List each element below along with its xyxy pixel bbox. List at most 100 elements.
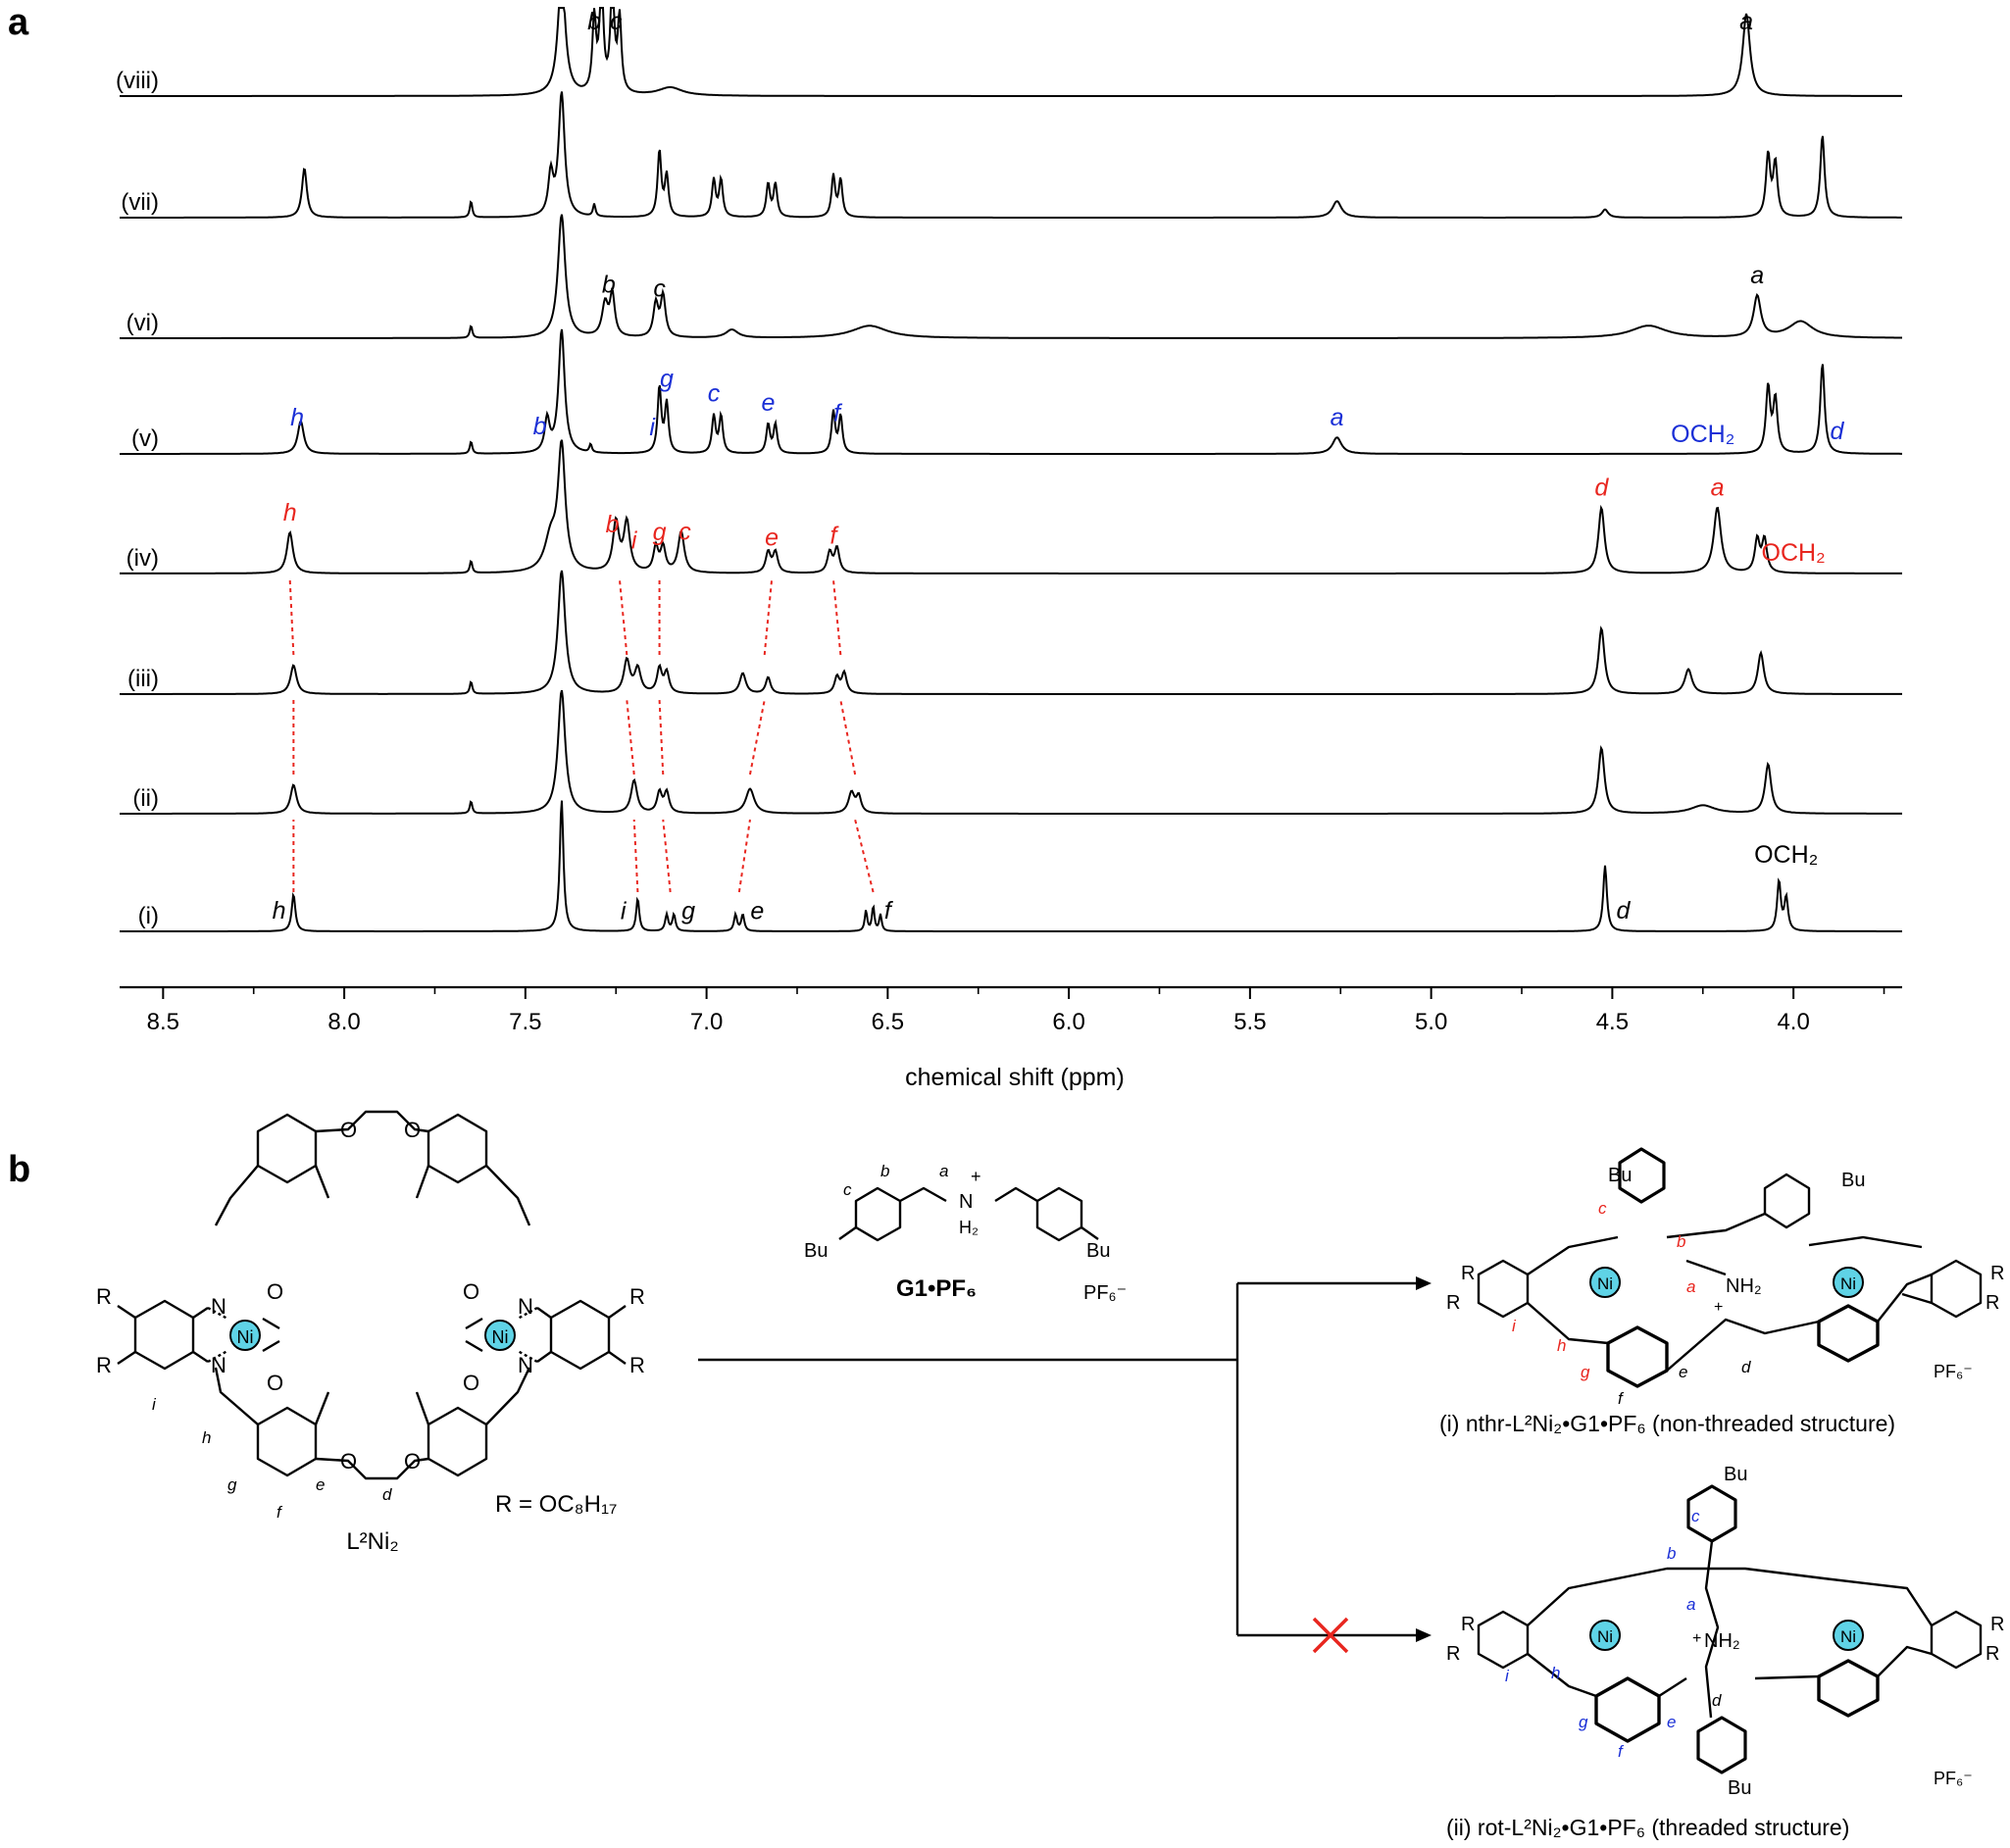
n-atom: N [211, 1294, 226, 1319]
peak-annotation: h [283, 499, 297, 526]
blocked-pathway-cross-icon [1312, 1617, 1349, 1654]
peak-annotation: e [765, 524, 779, 551]
proton-label-h: h [1551, 1664, 1560, 1682]
proton-label-b: b [1677, 1232, 1685, 1251]
peak-annotation: i [649, 414, 656, 441]
bu-label: Bu [1608, 1165, 1632, 1186]
tick-label: 6.5 [872, 1009, 904, 1035]
guest-bu-right: Bu [1086, 1240, 1110, 1262]
proton-label-d: d [1741, 1358, 1751, 1376]
guest-label-b: b [880, 1162, 889, 1180]
tick-label: 4.5 [1596, 1009, 1629, 1035]
guest-plus: + [971, 1167, 981, 1186]
proton-label-e: e [1679, 1363, 1687, 1381]
bu-label: Bu [1728, 1777, 1751, 1799]
r-group: R [1461, 1614, 1475, 1635]
spectrum-label: (vi) [126, 310, 159, 336]
o-atom: O [267, 1279, 283, 1304]
tick-label: 5.5 [1233, 1009, 1266, 1035]
peak-annotation: d [1617, 897, 1632, 924]
peak-annotation: g [681, 897, 695, 924]
peak-shift-connector [632, 819, 639, 893]
ni-atom-right: Ni [492, 1327, 509, 1347]
ni-atom: Ni [1597, 1627, 1613, 1646]
peak-annotation: i [631, 526, 638, 554]
peak-annotation: h [290, 404, 304, 431]
product-i-structure [1477, 1147, 1983, 1388]
o-atom: O [340, 1118, 357, 1142]
plus-label: + [1714, 1299, 1723, 1316]
r-group: R [629, 1284, 645, 1309]
spectrum-trace [120, 689, 1902, 815]
proton-label-a: a [1686, 1595, 1695, 1614]
r-group: R [96, 1284, 112, 1309]
scheme-b-labels: Ni Ni N N N N O O O O O O O O R R R R i … [96, 1118, 2004, 1840]
o-atom: O [340, 1449, 357, 1473]
peak-annotation: f [829, 523, 839, 550]
r-group: R [1446, 1643, 1460, 1665]
product-i-counterion: PF₆⁻ [1934, 1362, 1973, 1381]
product-proton-labels: c b a i h g f e d c b a i h g f e d [1505, 1199, 1751, 1761]
proton-label-b: b [1667, 1544, 1676, 1563]
peak-annotation: OCH₂ [1671, 421, 1734, 448]
spectrum-label: (vii) [121, 189, 159, 216]
nh2-label: NH₂ [1726, 1275, 1762, 1297]
peak-annotation: c [610, 8, 623, 35]
peak-annotation: b [587, 8, 601, 35]
product-ii-caption: (ii) rot-L²Ni₂•G1•PF₆ (threaded structur… [1446, 1815, 1849, 1840]
spectrum-trace [120, 800, 1902, 932]
x-axis-label: chemical shift (ppm) [905, 1064, 1125, 1091]
o-atom: O [404, 1449, 421, 1473]
guest-label-a: a [939, 1162, 948, 1180]
peak-annotation: b [602, 271, 616, 298]
proton-label-d: d [1712, 1691, 1722, 1710]
proton-label-h: h [1557, 1336, 1566, 1355]
macrocycle-name: L²Ni₂ [346, 1528, 398, 1555]
proton-label-c: c [1598, 1199, 1607, 1218]
spectrum-trace [120, 328, 1902, 455]
n-atom: N [518, 1294, 533, 1319]
peak-shift-connector [831, 578, 842, 656]
tick-label: 7.0 [690, 1009, 723, 1035]
peak-annotation: g [653, 519, 667, 546]
peak-shift-connector [658, 699, 665, 775]
peak-shift-connector [839, 699, 857, 775]
proton-label-h: h [202, 1428, 211, 1447]
spectrum-label: (viii) [116, 68, 159, 94]
peak-annotation: d [1831, 418, 1845, 445]
proton-label-f: f [1618, 1389, 1625, 1408]
panel-a-label: a [8, 2, 29, 43]
peak-shift-connector [662, 819, 672, 893]
peak-annotation: a [1750, 262, 1764, 289]
spectrum-label: (iv) [126, 545, 159, 572]
peak-annotation: a [1331, 404, 1344, 431]
proton-label-g: g [1581, 1363, 1590, 1381]
proton-label-e: e [316, 1475, 325, 1494]
peak-annotation: a [1739, 8, 1753, 35]
ni-atom: Ni [1597, 1274, 1613, 1293]
proton-label-f: f [276, 1503, 283, 1522]
guest-h2: H₂ [959, 1218, 979, 1237]
bu-label: Bu [1841, 1170, 1865, 1191]
r-group: R [1985, 1292, 1999, 1314]
product-ii-structure [1477, 1484, 1983, 1774]
tick-label: 5.0 [1415, 1009, 1447, 1035]
peak-annotation: c [678, 519, 691, 546]
peak-annotation: f [833, 400, 843, 427]
tick-label: 7.5 [509, 1009, 541, 1035]
ni-atom: Ni [1840, 1627, 1856, 1646]
proton-label-f: f [1618, 1742, 1625, 1761]
proton-label-c: c [1691, 1507, 1700, 1525]
peak-shift-connector [737, 819, 751, 893]
o-atom: O [463, 1279, 479, 1304]
peak-annotation: c [653, 275, 666, 303]
r-group: R [1985, 1643, 1999, 1665]
guest-n: N [959, 1191, 973, 1213]
spectrum-trace [120, 439, 1902, 574]
ni-atom: Ni [1840, 1274, 1856, 1293]
scheme-b [117, 1110, 1983, 1774]
panel-b-label: b [8, 1149, 31, 1190]
proton-label-i: i [152, 1395, 157, 1414]
n-atom: N [211, 1353, 226, 1377]
